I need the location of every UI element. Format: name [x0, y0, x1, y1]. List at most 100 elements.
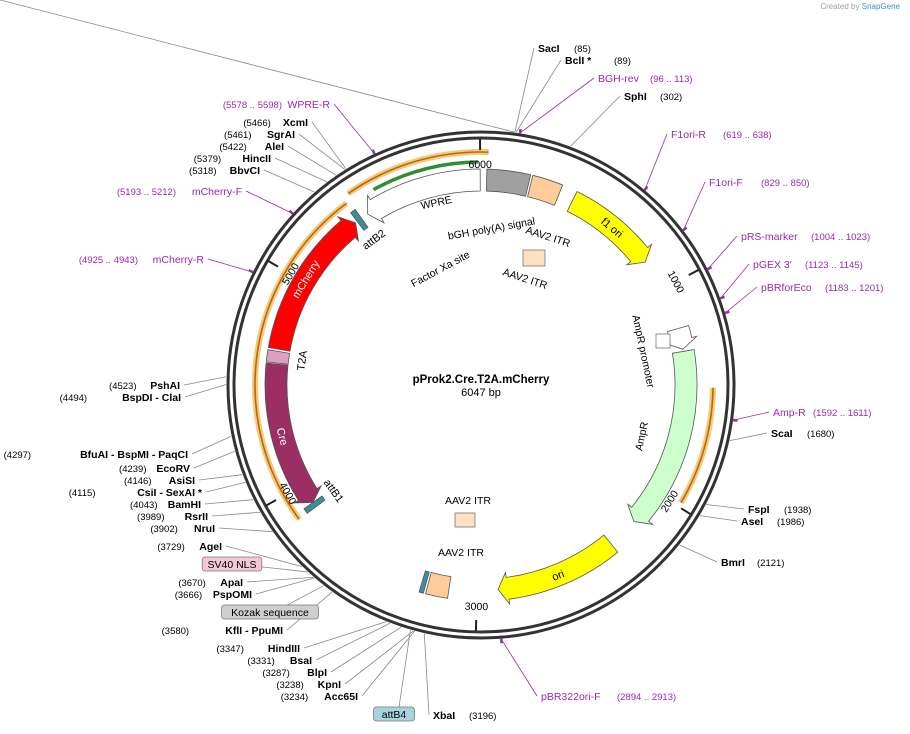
site-name: XbaI: [433, 710, 455, 722]
site-fspi[interactable]: FspI(1938): [706, 504, 811, 516]
site-bamhi[interactable]: BamHI(4043): [130, 499, 254, 511]
site-position: (3670): [178, 578, 205, 589]
feature-bgh-poly-a-signal[interactable]: [485, 168, 532, 197]
site-wpre-r[interactable]: WPRE-R(5578 .. 5598): [223, 99, 376, 155]
feature-attb4[interactable]: [418, 570, 430, 594]
site-bcli[interactable]: BclI *(89): [515, 55, 631, 133]
site-bspdi-clai[interactable]: BspDI - ClaI(4494): [60, 384, 227, 404]
tick-mark: [267, 260, 279, 268]
site-pbrforeco[interactable]: pBRforEco(1183 .. 1201): [724, 282, 884, 315]
site-xcmi[interactable]: XcmI(5466): [243, 117, 347, 170]
site-leader: [315, 622, 391, 661]
site-bgh-rev[interactable]: BGH-rev (96 .. 113): [518, 73, 693, 135]
inner-label: Factor Xa site: [409, 249, 472, 290]
primer-mark: [706, 265, 713, 271]
site-position: (5379): [194, 154, 221, 165]
site-sv40-nls[interactable]: SV40 NLS: [201, 556, 308, 573]
site-position: (96 .. 113): [650, 74, 693, 85]
site-position: (3729): [157, 542, 184, 553]
inner-label: bGH poly(A) signal: [447, 215, 536, 242]
site-bfuai-bspmi-paqci[interactable]: BfuAI - BspMI - PaqCI(4297): [4, 435, 232, 461]
plasmid-size: 6047 bp: [461, 387, 501, 399]
site-leader: [679, 544, 718, 563]
feature-f1-ori[interactable]: [566, 190, 653, 266]
site-kozak-sequence[interactable]: Kozak sequence: [221, 585, 324, 620]
site-hindiii[interactable]: HindIII(3347): [216, 621, 387, 655]
site-name: mCherry-F: [192, 186, 242, 198]
site-bsai[interactable]: BsaI(3331): [247, 622, 391, 667]
site-name: BGH-rev: [598, 73, 640, 85]
site-mcherry-f[interactable]: mCherry-F(5193 .. 5212): [117, 186, 294, 215]
site-amp-r[interactable]: Amp-R(1592 .. 1611): [732, 407, 872, 422]
site-pbr322ori-f[interactable]: pBR322ori-F(2894 .. 2913): [499, 638, 676, 703]
site-name: CsiI - SexAI *: [137, 487, 203, 499]
site-eco53ki[interactable]: Eco53kI(83): [0, 0, 515, 133]
site-name: mCherry-R: [153, 254, 205, 266]
feature-mcherry[interactable]: [267, 215, 360, 352]
site-csii-sexai[interactable]: CsiI - SexAI *(4115): [69, 481, 246, 499]
site-name: SacI: [538, 43, 560, 55]
site-sphi[interactable]: SphI(302): [570, 91, 683, 147]
feature-t2a[interactable]: [265, 349, 291, 365]
site-name: AsiSI: [169, 475, 195, 487]
site-leader: [515, 59, 562, 133]
snapgene-credit: Created by SnapGene: [820, 2, 900, 11]
site-kpni[interactable]: KpnI(3238): [276, 630, 414, 691]
site-pgex-3[interactable]: pGEX 3'(1123 .. 1145): [719, 259, 863, 300]
site-leader: [330, 626, 402, 673]
site-position: (4146): [124, 476, 151, 487]
site-saci[interactable]: SacI(85): [514, 43, 591, 133]
site-nrui[interactable]: NruI(3902): [150, 523, 273, 535]
site-f1ori-r[interactable]: F1ori-R(619 .. 638): [643, 129, 772, 192]
site-name: ScaI: [771, 428, 793, 440]
site-bbvci[interactable]: BbvCI(5318): [189, 165, 315, 193]
site-pspomi[interactable]: PspOMI(3666): [175, 577, 315, 601]
site-agei[interactable]: AgeI(3729): [157, 541, 303, 568]
site-asisi[interactable]: AsiSI (4146): [124, 474, 243, 487]
site-name: BmrI: [721, 557, 745, 569]
site-alei[interactable]: AleI(5422): [219, 141, 337, 176]
site-sgrai[interactable]: SgrAI(5461): [224, 129, 345, 170]
site-name: BamHI: [168, 499, 201, 511]
feature-ori[interactable]: [497, 534, 619, 606]
site-name: pRS-marker: [741, 231, 798, 243]
site-leader: [423, 633, 430, 716]
site-prs-marker[interactable]: pRS-marker(1004 .. 1023): [706, 231, 870, 271]
feature-label-attb2: attB2: [360, 228, 388, 253]
tick-label: 3000: [465, 601, 489, 613]
site-leader: [644, 133, 668, 190]
site-bmri[interactable]: BmrI(2121): [679, 544, 785, 569]
site-pshai[interactable]: PshAI(4523): [109, 376, 227, 392]
feature-attb1[interactable]: [303, 495, 326, 514]
site-leader: [397, 629, 411, 715]
site-acc65i[interactable]: Acc65I(3234): [281, 630, 415, 703]
site-mcherry-r[interactable]: mCherry-R(4925 .. 4943): [79, 254, 254, 274]
feature-cre[interactable]: [264, 362, 323, 504]
site-position: (619 .. 638): [723, 130, 772, 141]
site-leader: [0, 0, 515, 133]
site-xbai[interactable]: XbaI(3196): [423, 633, 496, 722]
feature-aav2-itr[interactable]: [527, 174, 564, 206]
site-asei[interactable]: AseI(1986): [699, 515, 804, 528]
site-rsrii[interactable]: RsrII(3989): [137, 511, 261, 523]
tick-mark: [680, 507, 691, 515]
site-blpi[interactable]: BlpI(3287): [262, 626, 402, 679]
site-position: (1592 .. 1611): [813, 408, 871, 419]
primer-mark: [643, 185, 649, 192]
snapgene-logo: SnapGene: [861, 2, 900, 11]
site-ecorv[interactable]: EcoRV(4239): [119, 450, 235, 475]
site-hincii[interactable]: HincII(5379): [194, 153, 328, 183]
site-attb4[interactable]: attB4: [373, 629, 415, 722]
site-f1ori-f[interactable]: F1ori-F(829 .. 850): [681, 177, 810, 232]
feature-aav2-itr[interactable]: [425, 572, 452, 599]
feature-wpre[interactable]: [367, 168, 481, 224]
site-apai[interactable]: ApaI(3670): [178, 576, 314, 589]
feature-ampr[interactable]: [626, 349, 698, 525]
site-box-label: SV40 NLS: [207, 559, 256, 571]
backbone-outer: [226, 130, 736, 640]
feature-attb2[interactable]: [350, 208, 369, 231]
site-leader: [699, 515, 738, 522]
site-leader: [733, 411, 770, 421]
site-scai[interactable]: ScaI(1680): [729, 428, 835, 441]
site-position: (1183 .. 1201): [825, 283, 883, 294]
